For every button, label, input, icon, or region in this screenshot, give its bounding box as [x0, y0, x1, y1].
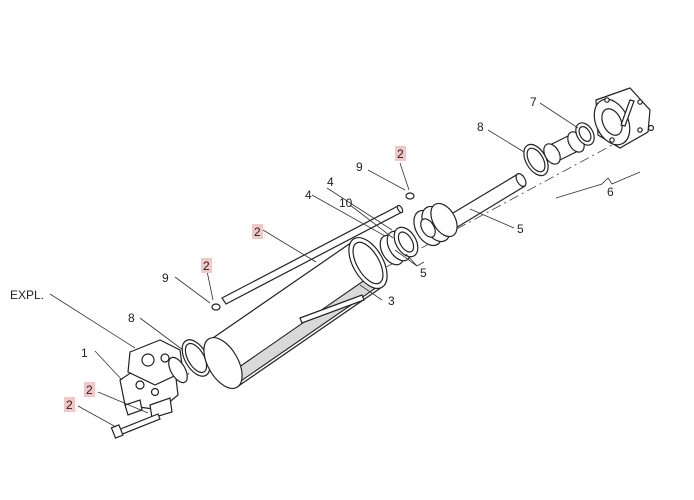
part-9-o-ring-small-upper: [405, 192, 415, 200]
part-6-bracket: [555, 171, 641, 199]
highlight-part-2-c: [201, 258, 212, 273]
highlight-part-2-b: [64, 397, 75, 412]
part-3-tie-rod: [299, 294, 365, 324]
label-part-5-lower: 5: [420, 266, 427, 280]
highlight-part-2-d: [252, 224, 263, 239]
label-part-2-c: 2: [203, 259, 210, 273]
leader-lines: [49, 102, 579, 428]
label-part-1: 1: [81, 346, 88, 360]
part-2-bolt-lower: [110, 413, 161, 439]
label-part-2-b: 2: [66, 398, 73, 412]
part-8-o-ring-right-inner: [526, 147, 546, 173]
label-part-9-left: 9: [162, 271, 169, 285]
label-part-2-e: 2: [397, 147, 404, 161]
label-part-4-a: 4: [305, 188, 312, 202]
part-3-cylinder-tube: [203, 237, 388, 389]
label-part-7: 7: [530, 95, 537, 109]
part-7-seal-ring-inner: [578, 126, 592, 142]
label-part-5-upper: 5: [517, 222, 524, 236]
callout-labels: EXPL. 1 2 2 8 9 2 2 3 4 4 10 5 9 2 5 8 7…: [10, 95, 614, 412]
highlight-part-2-a: [84, 382, 95, 397]
label-part-8-left: 8: [128, 311, 135, 325]
part-1-valve-block: [119, 339, 188, 419]
part-10-seal-stack: [379, 226, 419, 266]
part-6-gland-flange: [593, 87, 651, 149]
label-part-3: 3: [388, 294, 395, 308]
highlight-part-2-e: [395, 146, 406, 161]
label-part-8-right: 8: [477, 120, 484, 134]
part-flange-bolt: [620, 99, 655, 132]
part-2-pipe: [221, 204, 404, 305]
part-8-o-ring-left-inner: [184, 342, 208, 374]
label-part-6: 6: [607, 185, 614, 199]
label-part-2-d: 2: [254, 225, 261, 239]
label-part-10: 10: [339, 196, 353, 210]
part-9-o-ring-small-left: [211, 303, 221, 311]
label-part-9-upper: 9: [356, 160, 363, 174]
label-part-4-b: 4: [327, 175, 334, 189]
label-part-2-a: 2: [86, 383, 93, 397]
part-5-piston-rod: [413, 173, 527, 247]
label-expl: EXPL.: [10, 288, 44, 302]
